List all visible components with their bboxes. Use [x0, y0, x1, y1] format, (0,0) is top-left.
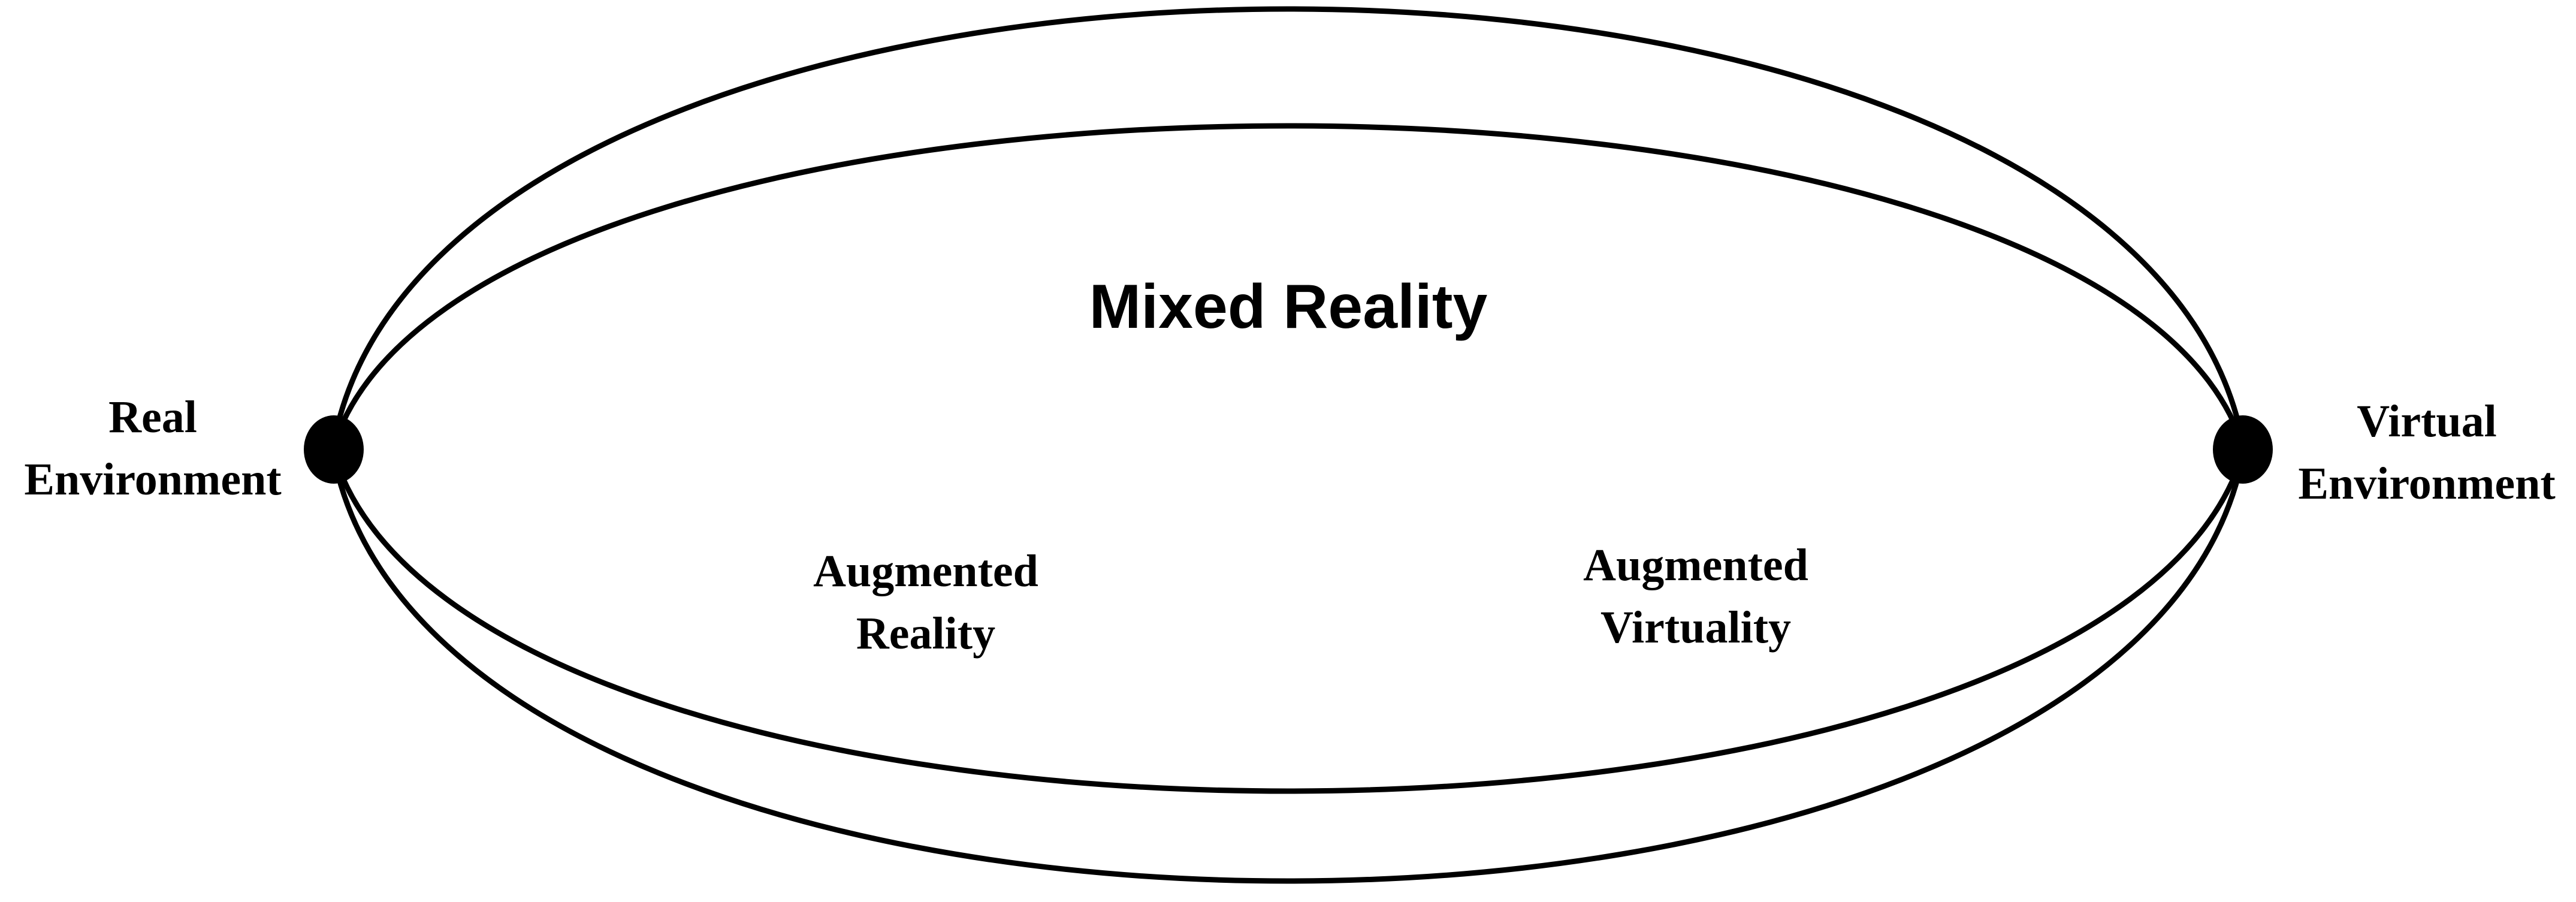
diagram-title: Mixed Reality	[1089, 276, 1488, 338]
augmented-reality-line1: Augmented	[813, 546, 1038, 596]
diagram-title-text: Mixed Reality	[1089, 272, 1488, 342]
real-environment-line2: Environment	[24, 454, 282, 505]
real-environment-line1: Real	[108, 392, 197, 442]
inner-bottom-arc	[330, 448, 2247, 794]
augmented-virtuality-line1: Augmented	[1583, 540, 1808, 590]
augmented-reality-label: Augmented Reality	[813, 548, 1038, 656]
inner-top-arc	[330, 123, 2247, 451]
outer-bottom-arc	[330, 449, 2247, 884]
virtual-environment-line1: Virtual	[2357, 396, 2497, 447]
real-environment-label: Real Environment	[24, 394, 281, 502]
real-environment-point	[304, 415, 364, 484]
virtual-environment-label: Virtual Environment	[2298, 399, 2555, 506]
virtual-environment-point	[2213, 415, 2273, 484]
augmented-virtuality-label: Augmented Virtuality	[1583, 542, 1808, 650]
augmented-reality-line2: Reality	[856, 608, 996, 659]
augmented-virtuality-line2: Virtuality	[1600, 602, 1792, 653]
outer-top-arc	[330, 6, 2247, 450]
virtual-environment-line2: Environment	[2298, 458, 2556, 509]
